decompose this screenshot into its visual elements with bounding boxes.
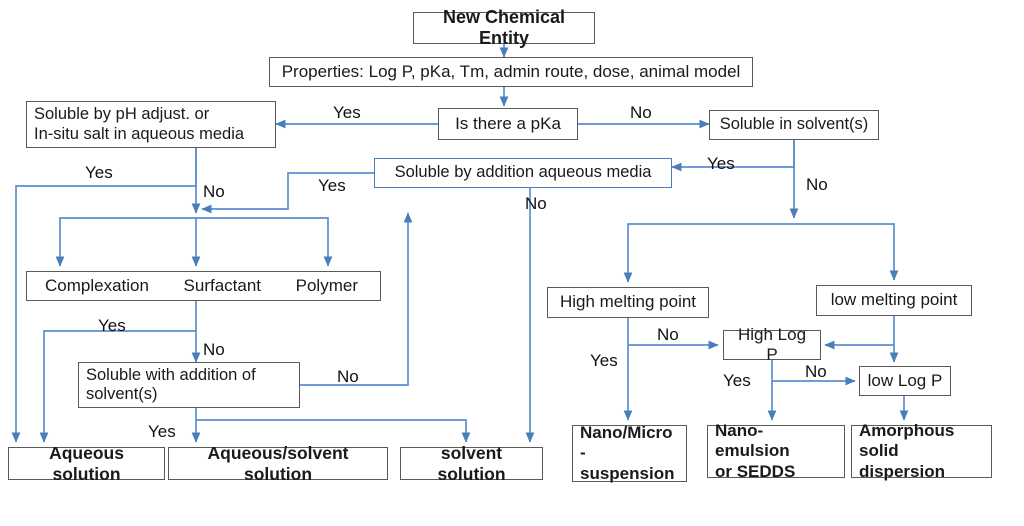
node-soluble-by-addition-aqueous-media[interactable]: Soluble by addition aqueous media — [374, 158, 672, 188]
node-label: solvent solution — [437, 442, 506, 484]
edge-label-solvents-yes: Yes — [707, 154, 735, 173]
edge-label-logp-yes: Yes — [723, 371, 751, 390]
edge-label-add-solvent-no: No — [337, 367, 359, 386]
node-high-log-p[interactable]: High Log P — [723, 325, 821, 364]
node-label: low melting point — [830, 290, 958, 310]
excipient-complexation[interactable]: Complexation — [45, 275, 149, 295]
edge-label-aqueous-add-no: No — [525, 194, 547, 213]
edge-label-add-solvent-yes: Yes — [148, 422, 176, 441]
node-solvent-solution[interactable]: solvent solution — [400, 443, 543, 484]
node-low-log-p[interactable]: low Log P — [859, 366, 951, 396]
excipient-polymer[interactable]: Polymer — [295, 275, 358, 295]
excipient-surfactant[interactable]: Surfactant — [183, 275, 262, 295]
node-label: Nano/Micro -suspension — [580, 423, 675, 483]
edge-label-excipient-no: No — [203, 340, 225, 359]
edge-label-aqueous-add-yes: Yes — [318, 176, 346, 195]
edge-label-pka-yes: Yes — [333, 103, 361, 122]
node-soluble-in-solvents[interactable]: Soluble in solvent(s) — [709, 110, 879, 140]
edge-label-hmp-no: No — [657, 325, 679, 344]
node-label: Soluble in solvent(s) — [719, 115, 869, 134]
node-low-melting-point[interactable]: low melting point — [816, 285, 972, 316]
node-nano-emulsion-or-sedds[interactable]: Nano-emulsion or SEDDS — [707, 421, 845, 481]
node-aqueous-solvent-solution[interactable]: Aqueous/solvent solution — [168, 443, 388, 484]
edge-label-ph-yes: Yes — [85, 163, 113, 182]
node-soluble-by-ph-adjust[interactable]: Soluble by pH adjust. or In-situ salt in… — [26, 101, 276, 148]
node-amorphous-solid-dispersion[interactable]: Amorphous solid dispersion — [851, 421, 992, 481]
node-label: low Log P — [867, 370, 943, 390]
node-label: High melting point — [559, 292, 697, 312]
node-label: New Chemical Entity — [442, 6, 566, 48]
node-label: Soluble with addition of solvent(s) — [86, 365, 256, 403]
edge-label-logp-no: No — [805, 362, 827, 381]
node-is-there-a-pka[interactable]: Is there a pKa — [438, 108, 578, 140]
node-aqueous-solution[interactable]: Aqueous solution — [8, 443, 165, 484]
node-new-chemical-entity[interactable]: New Chemical Entity — [413, 7, 595, 48]
node-label: Soluble by addition aqueous media — [394, 163, 652, 182]
edge-label-hmp-yes: Yes — [590, 351, 618, 370]
edge-label-solvents-no: No — [806, 175, 828, 194]
edge-label-ph-no: No — [203, 182, 225, 201]
node-label: Nano-emulsion or SEDDS — [715, 421, 796, 481]
node-label: Aqueous/solvent solution — [207, 442, 349, 484]
node-soluble-with-addition-of-solvents[interactable]: Soluble with addition of solvent(s) — [78, 362, 300, 408]
node-label: Soluble by pH adjust. or In-situ salt in… — [34, 105, 245, 143]
node-properties[interactable]: Properties: Log P, pKa, Tm, admin route,… — [269, 57, 753, 87]
node-label: Is there a pKa — [455, 113, 561, 133]
node-label: Aqueous solution — [49, 442, 124, 484]
node-excipient-options[interactable]: Complexation Surfactant Polymer — [26, 271, 381, 301]
node-high-melting-point[interactable]: High melting point — [547, 287, 709, 318]
edge-label-pka-no: No — [630, 103, 652, 122]
node-nano-micro-suspension[interactable]: Nano/Micro -suspension — [572, 423, 687, 483]
node-label: High Log P — [737, 324, 807, 364]
node-label: Properties: Log P, pKa, Tm, admin route,… — [281, 61, 741, 81]
edge-label-excipient-yes: Yes — [98, 316, 126, 335]
node-label: Amorphous solid dispersion — [859, 421, 955, 481]
